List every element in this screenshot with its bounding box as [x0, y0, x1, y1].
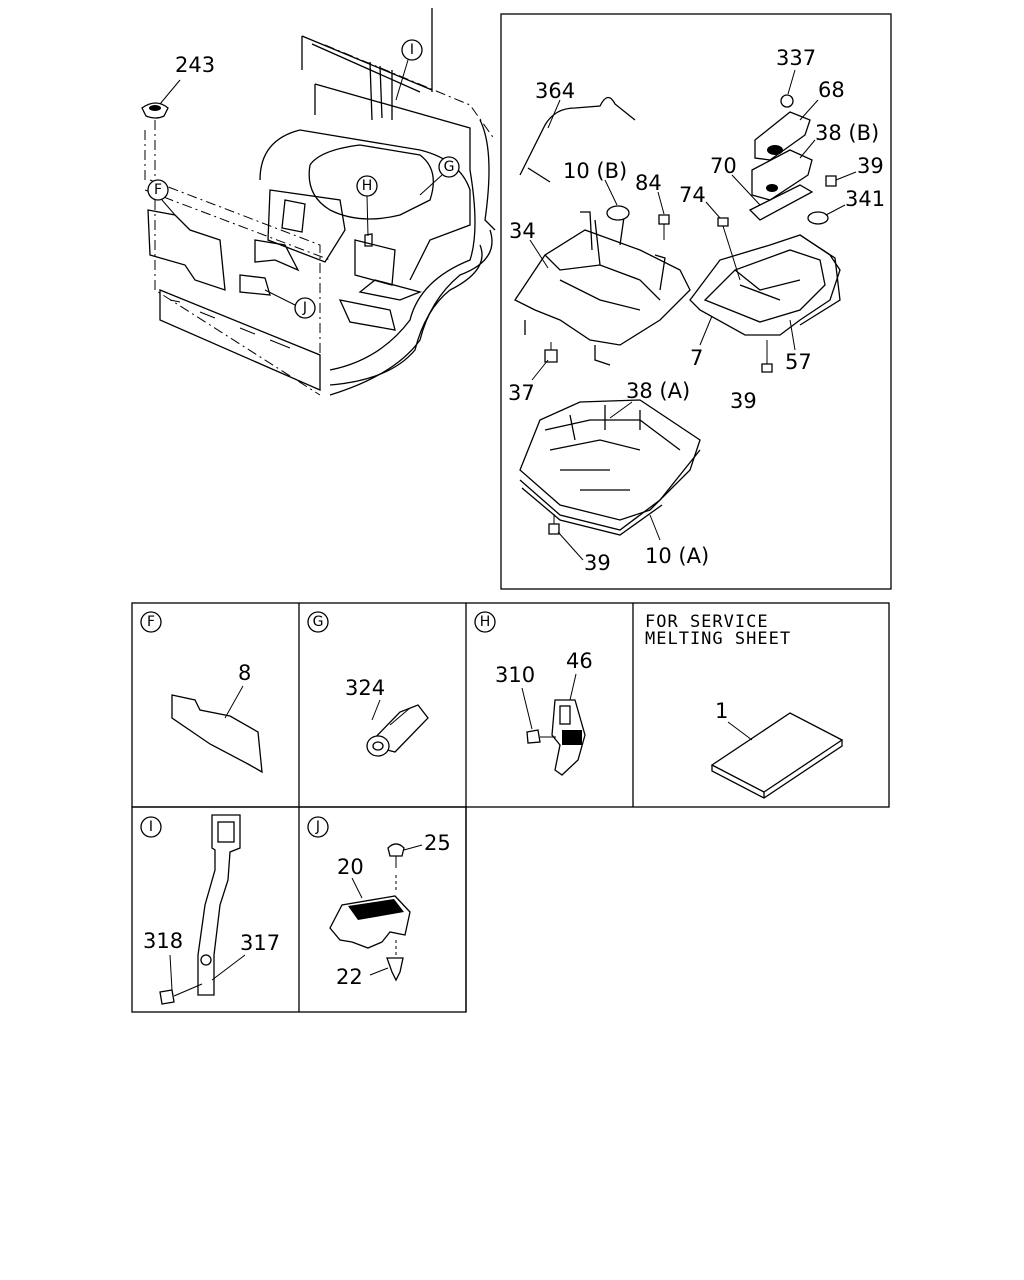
callout-70-label: 70 [710, 154, 737, 178]
exploded-parts [514, 94, 841, 536]
callout-10a: 10 (A) [645, 514, 709, 568]
panel-G: G 324 [307, 611, 429, 757]
callout-10b: 10 (B) [563, 159, 627, 206]
callout-39-lower: 39 [557, 531, 611, 575]
panel-H-callout-46: 46 [566, 649, 593, 673]
callout-68-label: 68 [818, 78, 845, 102]
callout-34-label: 34 [509, 219, 536, 243]
panel-J-callout-22: 22 [336, 965, 363, 989]
callout-39-mid: 39 [730, 389, 757, 413]
panel-F-callout-8: 8 [238, 661, 251, 685]
panel-H-ref: H [480, 614, 491, 630]
panel-G-callout-324: 324 [345, 676, 385, 700]
strap-317 [197, 814, 241, 996]
cable-364 [519, 96, 636, 176]
callout-39-lower-label: 39 [584, 551, 611, 575]
callout-10b-label: 10 (B) [563, 159, 627, 183]
bolt-39-mid [761, 363, 773, 373]
ref-label-J: J [302, 300, 307, 316]
callout-364-label: 364 [535, 79, 575, 103]
panel-service: FOR SERVICE MELTING SHEET 1 [645, 612, 844, 799]
callout-39-mid-label: 39 [730, 389, 757, 413]
ref-marker-H: H [356, 175, 378, 237]
callout-337: 337 [776, 46, 816, 95]
ref-label-I: I [410, 42, 414, 58]
callout-364: 364 [535, 79, 575, 129]
ref-label-F: F [154, 182, 162, 198]
callout-68: 68 [799, 78, 845, 121]
panel-J-callout-20: 20 [337, 855, 364, 879]
ref-marker-F: F [147, 179, 176, 216]
panel-F: F 8 [140, 611, 263, 774]
callout-10a-label: 10 (A) [645, 544, 709, 568]
screw-310 [526, 729, 541, 744]
callout-7-label: 7 [690, 346, 703, 370]
callout-84: 84 [635, 171, 665, 215]
ref-label-G: G [444, 159, 455, 175]
floor-overview [141, 8, 496, 396]
callout-341-label: 341 [845, 187, 885, 211]
service-note-line2: MELTING SHEET [645, 629, 791, 649]
insulator-8 [171, 694, 263, 774]
bolt-39-upper [825, 175, 837, 187]
callout-38b-label: 38 (B) [815, 121, 879, 145]
floor-assembly-10a [519, 399, 701, 521]
cap-10b [606, 205, 630, 221]
panel-H-callout-310: 310 [495, 663, 535, 687]
callout-39-upper: 39 [835, 154, 884, 181]
screw-318 [159, 989, 175, 1005]
callout-70: 70 [710, 154, 761, 206]
callout-74: 74 [679, 183, 721, 219]
panel-I-callout-317: 317 [240, 931, 280, 955]
ref-label-H: H [362, 178, 373, 194]
callout-243-label: 243 [175, 53, 215, 77]
panel-J-callout-25: 25 [424, 831, 451, 855]
panel-J-ref: J [315, 819, 320, 835]
callout-337-label: 337 [776, 46, 816, 70]
service-note-line1: FOR SERVICE [645, 612, 769, 632]
bolt-74 [717, 217, 729, 227]
panel-J: J 25 20 22 [307, 816, 451, 989]
panel-F-ref: F [147, 614, 155, 630]
bolt-84 [658, 214, 670, 225]
ref-marker-G: G [419, 156, 460, 196]
panel-G-ref: G [313, 614, 324, 630]
panel-H: H 310 46 [474, 611, 593, 776]
callout-341: 341 [825, 187, 885, 216]
callout-34: 34 [509, 219, 549, 269]
screw-25 [387, 843, 405, 857]
callout-74-label: 74 [679, 183, 706, 207]
exploded-view-frame [500, 13, 892, 590]
clip-22 [386, 957, 404, 982]
callout-37: 37 [508, 359, 549, 405]
callout-7: 7 [690, 315, 713, 370]
callout-37-label: 37 [508, 381, 535, 405]
tray-7 [689, 234, 841, 336]
callout-38a-label: 38 (A) [626, 379, 690, 403]
callout-84-label: 84 [635, 171, 662, 195]
callout-38a: 38 (A) [609, 379, 690, 419]
bracket-34 [514, 229, 691, 346]
callout-243: 243 [159, 53, 215, 105]
callout-57: 57 [785, 319, 812, 374]
plug-341 [807, 211, 829, 225]
cap-assembly-68 [754, 111, 811, 161]
callout-57-label: 57 [785, 350, 812, 374]
callout-39-upper-label: 39 [857, 154, 884, 178]
seal-57 [799, 234, 841, 326]
panel-I: I 318 317 [140, 814, 280, 1005]
service-callout-1: 1 [715, 699, 728, 723]
plug-337 [780, 94, 794, 108]
grommet-37 [544, 349, 558, 363]
detail-grid [131, 602, 890, 1013]
ref-marker-J: J [264, 289, 316, 319]
ref-marker-I: I [395, 39, 423, 101]
bolt-39-lower [548, 523, 560, 535]
panel-I-callout-318: 318 [143, 929, 183, 953]
callout-38b: 38 (B) [799, 121, 879, 159]
pipe-70 [748, 184, 814, 221]
panel-I-ref: I [149, 819, 153, 835]
